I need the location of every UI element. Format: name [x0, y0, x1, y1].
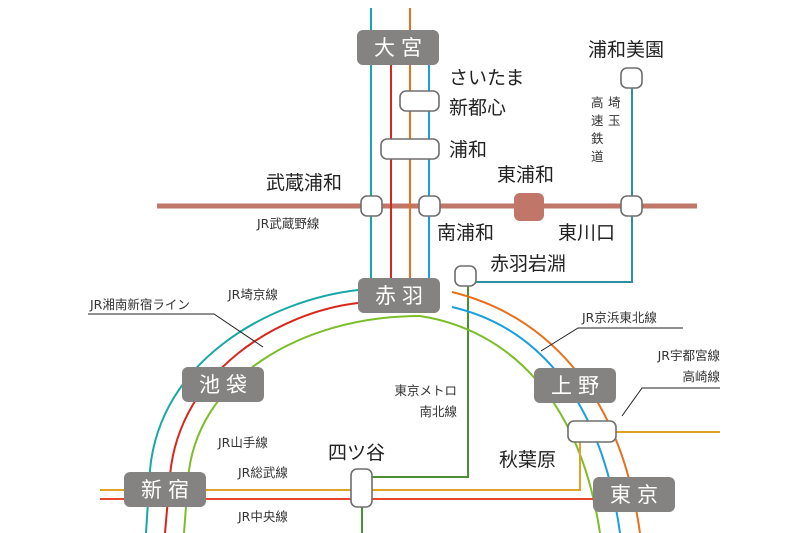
hub-ikebukuro[interactable]: 池袋	[182, 367, 264, 402]
saitama-railway-line	[468, 84, 633, 283]
stop-minami-urawa[interactable]	[418, 195, 441, 217]
line-label-saitama-railway-5: 鉄	[591, 131, 604, 146]
hub-omiya-label: 大宮	[374, 36, 428, 60]
stop-akihabara[interactable]	[567, 420, 617, 443]
line-label-chuo: JR中央線	[237, 509, 288, 524]
line-label-saitama-railway-1: 埼	[608, 95, 621, 110]
station-label-saitama-shintoshin-2: 新都心	[449, 97, 506, 119]
utsunomiya-leader	[621, 387, 720, 417]
hub-ueno[interactable]: 上野	[534, 368, 616, 403]
station-label-minami-urawa: 南浦和	[437, 222, 494, 244]
line-label-saitama-railway-4: 速	[591, 113, 604, 128]
hub-shinjuku[interactable]: 新宿	[124, 472, 206, 507]
line-label-saikyo: JR埼京線	[227, 287, 278, 302]
keihin-leader	[540, 327, 683, 352]
sobu-line	[100, 431, 720, 491]
stop-urawa[interactable]	[380, 138, 440, 160]
station-label-higashi-urawa: 東浦和	[497, 164, 554, 186]
line-label-keihin-tohoku: JR京浜東北線	[581, 310, 657, 325]
stop-yotsuya[interactable]	[350, 468, 373, 508]
line-label-sobu: JR総武線	[237, 465, 288, 480]
stop-higashi-kawaguchi[interactable]	[620, 195, 643, 217]
station-label-musashi-urawa: 武蔵浦和	[266, 172, 342, 194]
saikyo-line-arc	[145, 289, 359, 533]
line-label-saitama-railway-3: 高	[591, 95, 604, 110]
line-label-takasaki: 高崎線	[682, 369, 720, 384]
shonan-line-arc	[164, 302, 359, 533]
hub-akabane[interactable]: 赤羽	[358, 278, 440, 313]
station-label-akihabara: 秋葉原	[499, 449, 556, 471]
station-label-yotsuya: 四ツ谷	[328, 442, 385, 464]
hub-akabane-label: 赤羽	[375, 284, 429, 308]
line-label-shonan-shinjuku: JR湘南新宿ライン	[89, 297, 190, 312]
line-label-saitama-railway-6: 道	[591, 149, 604, 164]
hub-tokyo[interactable]: 東京	[593, 477, 675, 512]
hub-shinjuku-label: 新宿	[141, 478, 195, 502]
station-label-saitama-shintoshin-1: さいたま	[449, 67, 524, 89]
stop-saitama-shintoshin[interactable]	[399, 90, 440, 112]
line-label-namboku-1: 東京メトロ	[394, 383, 457, 398]
hub-tokyo-label: 東京	[610, 483, 664, 507]
line-label-namboku-2: 南北線	[419, 404, 457, 419]
line-label-saitama-railway-2: 玉	[608, 113, 621, 128]
stop-akabane-iwabuchi[interactable]	[454, 265, 477, 287]
line-label-musashino: JR武蔵野線	[256, 216, 320, 231]
yamanote-line-arc-west	[183, 315, 421, 533]
station-label-urawa: 浦和	[449, 139, 487, 161]
station-label-higashi-kawaguchi: 東川口	[558, 222, 615, 244]
shonan-leader	[88, 313, 264, 348]
hub-omiya[interactable]: 大宮	[357, 30, 439, 65]
line-label-utsunomiya: JR宇都宮線	[657, 348, 721, 363]
stop-higashi-urawa[interactable]	[514, 193, 544, 221]
station-label-urawa-misono: 浦和美園	[588, 39, 664, 61]
hub-ikebukuro-label: 池袋	[199, 373, 253, 397]
stop-musashi-urawa[interactable]	[360, 195, 383, 217]
hub-ueno-label: 上野	[551, 374, 605, 398]
station-label-akabane-iwabuchi: 赤羽岩淵	[490, 253, 566, 275]
stop-urawa-misono[interactable]	[620, 67, 643, 89]
line-label-yamanote: JR山手線	[217, 435, 268, 450]
